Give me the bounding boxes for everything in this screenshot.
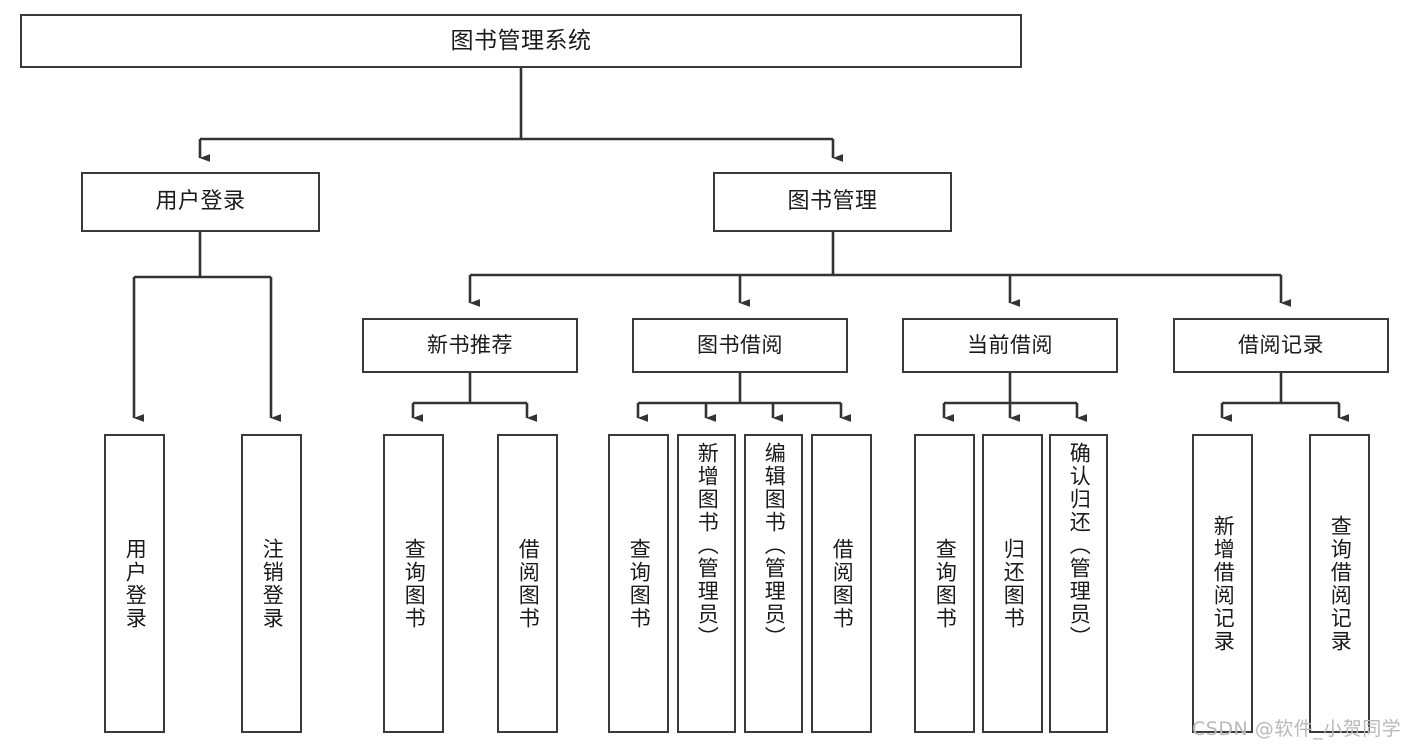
node-borrow-record-label: 借阅记录 <box>1238 333 1324 358</box>
leaf-add-book[interactable]: 新增图书（管理员） <box>677 434 736 733</box>
leaf-query-book-3[interactable]: 查询图书 <box>914 434 975 733</box>
leaf-borrow-book-1-label: 借阅图书 <box>516 537 541 630</box>
leaf-return-book[interactable]: 归还图书 <box>982 434 1043 733</box>
node-current-borrow-label: 当前借阅 <box>967 333 1053 358</box>
leaf-query-book-2-label: 查询图书 <box>627 537 652 630</box>
leaf-query-book-2[interactable]: 查询图书 <box>608 434 669 733</box>
node-new-book-recommend[interactable]: 新书推荐 <box>362 318 578 373</box>
leaf-confirm-return-label: 确认归还（管理员） <box>1067 442 1092 649</box>
node-new-book-recommend-label: 新书推荐 <box>427 333 513 358</box>
node-book-borrow-label: 图书借阅 <box>697 333 783 358</box>
leaf-query-record[interactable]: 查询借阅记录 <box>1309 434 1370 733</box>
node-book-manage-label: 图书管理 <box>787 189 878 215</box>
leaf-borrow-book-2[interactable]: 借阅图书 <box>811 434 872 733</box>
node-current-borrow[interactable]: 当前借阅 <box>902 318 1118 373</box>
leaf-logout-label: 注销登录 <box>260 537 285 630</box>
leaf-return-book-label: 归还图书 <box>1001 537 1026 630</box>
csdn-watermark: CSDN @软件_小贺同学 <box>1192 718 1402 740</box>
leaf-query-record-label: 查询借阅记录 <box>1328 514 1353 653</box>
leaf-query-book-1[interactable]: 查询图书 <box>383 434 444 733</box>
leaf-edit-book-label: 编辑图书（管理员） <box>762 442 787 649</box>
leaf-add-book-label: 新增图书（管理员） <box>695 442 720 649</box>
node-root[interactable]: 图书管理系统 <box>20 14 1022 68</box>
node-user-login-label: 用户登录 <box>155 189 246 215</box>
node-user-login[interactable]: 用户登录 <box>81 172 320 232</box>
leaf-confirm-return[interactable]: 确认归还（管理员） <box>1049 434 1108 733</box>
node-root-label: 图书管理系统 <box>450 27 592 54</box>
leaf-borrow-book-1[interactable]: 借阅图书 <box>497 434 558 733</box>
leaf-edit-book[interactable]: 编辑图书（管理员） <box>744 434 803 733</box>
leaf-add-record[interactable]: 新增借阅记录 <box>1192 434 1253 733</box>
leaf-logout[interactable]: 注销登录 <box>241 434 302 733</box>
leaf-borrow-book-2-label: 借阅图书 <box>830 537 855 630</box>
node-book-manage[interactable]: 图书管理 <box>713 172 952 232</box>
node-borrow-record[interactable]: 借阅记录 <box>1173 318 1389 373</box>
leaf-user-login[interactable]: 用户登录 <box>104 434 165 733</box>
node-book-borrow[interactable]: 图书借阅 <box>632 318 848 373</box>
leaf-add-record-label: 新增借阅记录 <box>1211 514 1236 653</box>
leaf-query-book-3-label: 查询图书 <box>933 537 958 630</box>
leaf-user-login-label: 用户登录 <box>123 537 148 630</box>
leaf-query-book-1-label: 查询图书 <box>402 537 427 630</box>
